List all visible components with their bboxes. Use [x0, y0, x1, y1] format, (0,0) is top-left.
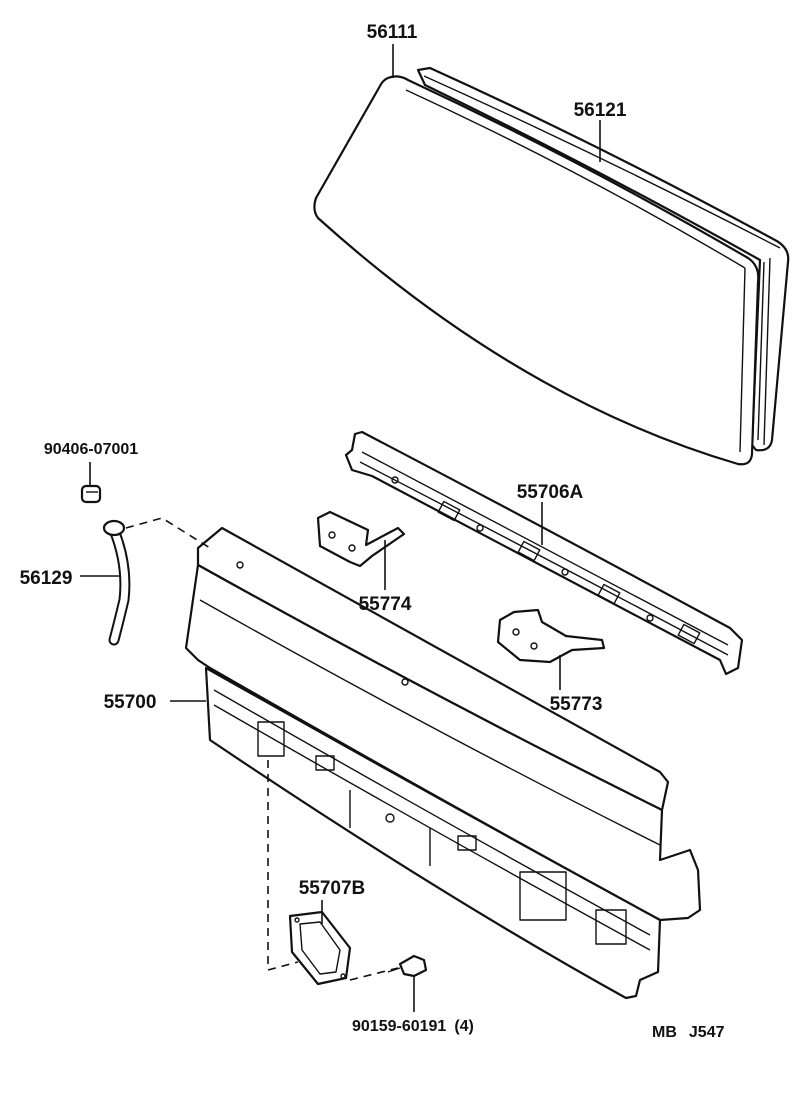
bracket-55774 — [316, 510, 406, 568]
label-55773: 55773 — [550, 694, 603, 715]
label-56121: 56121 — [574, 100, 627, 121]
label-56111: 56111 — [367, 22, 418, 43]
screw-90159-60191 — [387, 954, 428, 978]
label-56129: 56129 — [20, 568, 73, 589]
screw-quantity: (4) — [454, 1018, 474, 1035]
screw-part-number: 90159-60191 — [352, 1018, 446, 1035]
label-55774: 55774 — [359, 594, 412, 615]
bracket-55773 — [496, 608, 606, 664]
label-55706A: 55706A — [517, 482, 584, 503]
label-90159-60191: 90159-60191 (4) — [352, 1018, 474, 1035]
diagram-code: MB J547 — [652, 1024, 725, 1041]
weatherstrip-56121 — [416, 66, 790, 452]
reinforcement-55706A — [344, 430, 744, 676]
part-labels: 56111 56121 90406-07001 56129 55706A 557… — [20, 22, 725, 1041]
leader-lines — [80, 44, 601, 1012]
diagram-code-prefix: MB — [652, 1024, 677, 1041]
label-55700: 55700 — [104, 692, 157, 713]
label-55707B: 55707B — [299, 878, 366, 899]
diagram-code-number: J547 — [689, 1024, 725, 1041]
clip-90406-07001 — [80, 484, 102, 504]
back-panel-55700 — [184, 526, 702, 1000]
hole-cover-55707B — [288, 910, 352, 986]
hose-56129 — [102, 519, 131, 646]
windshield-glass-56111 — [313, 75, 760, 466]
label-90406-07001: 90406-07001 — [44, 441, 138, 458]
